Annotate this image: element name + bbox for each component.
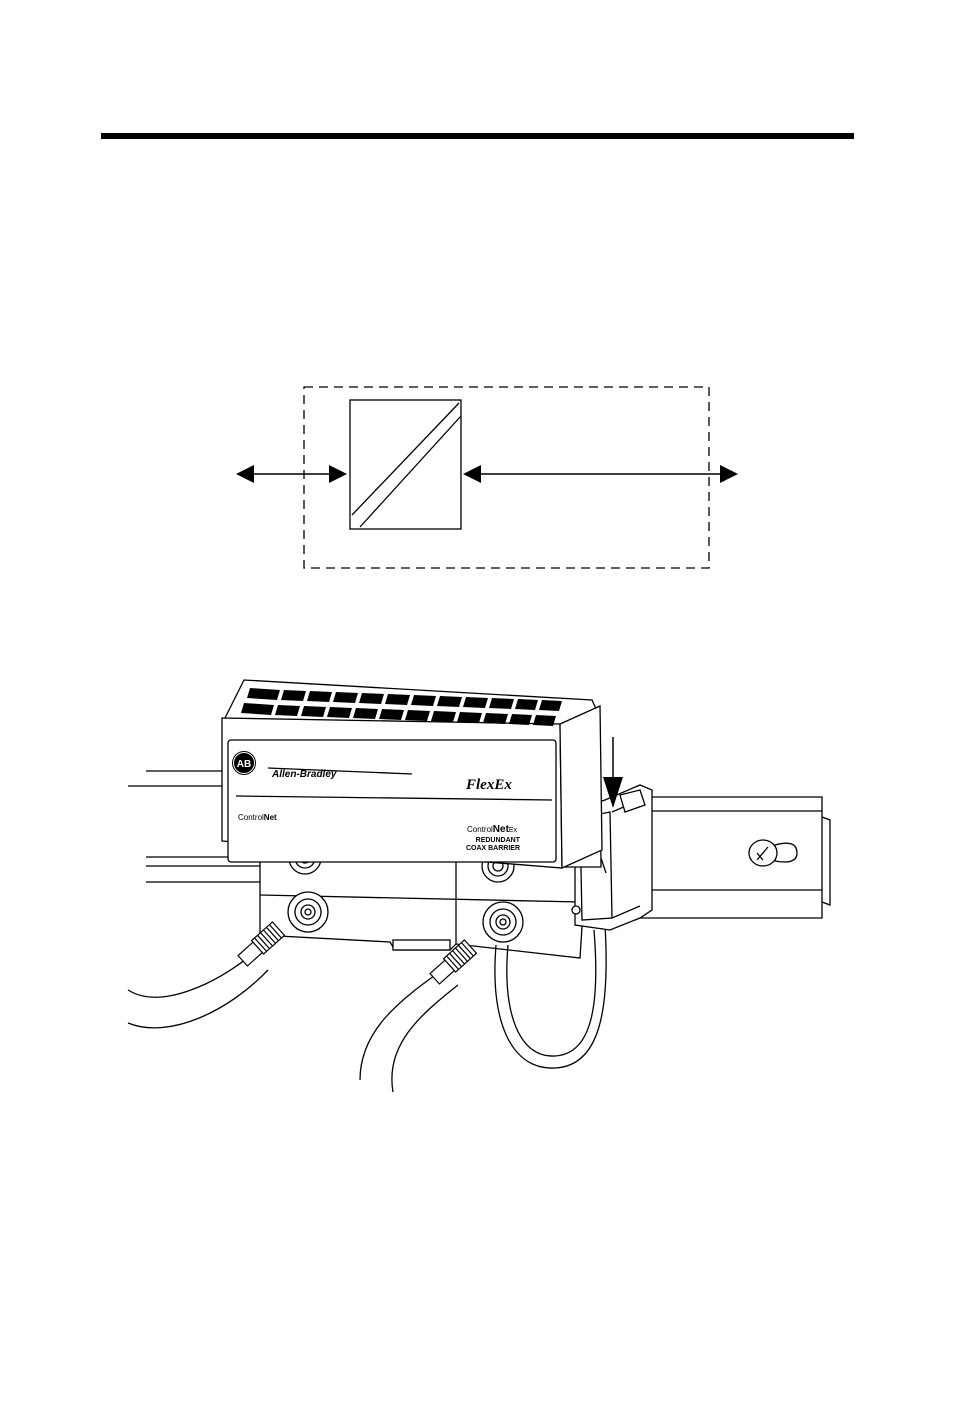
left-controlnet-label: ControlNet — [238, 813, 277, 822]
series-name: FlexEx — [465, 777, 512, 793]
module-side — [560, 706, 602, 868]
logo-initials: AB — [237, 759, 251, 770]
rail-screw-icon — [749, 840, 797, 866]
allen-bradley-logo-icon: AB — [232, 751, 256, 775]
product-line-1: REDUNDANT — [476, 837, 521, 844]
brand-name: Allen-Bradley — [271, 769, 337, 780]
product-line-2: COAX BARRIER — [466, 845, 520, 852]
